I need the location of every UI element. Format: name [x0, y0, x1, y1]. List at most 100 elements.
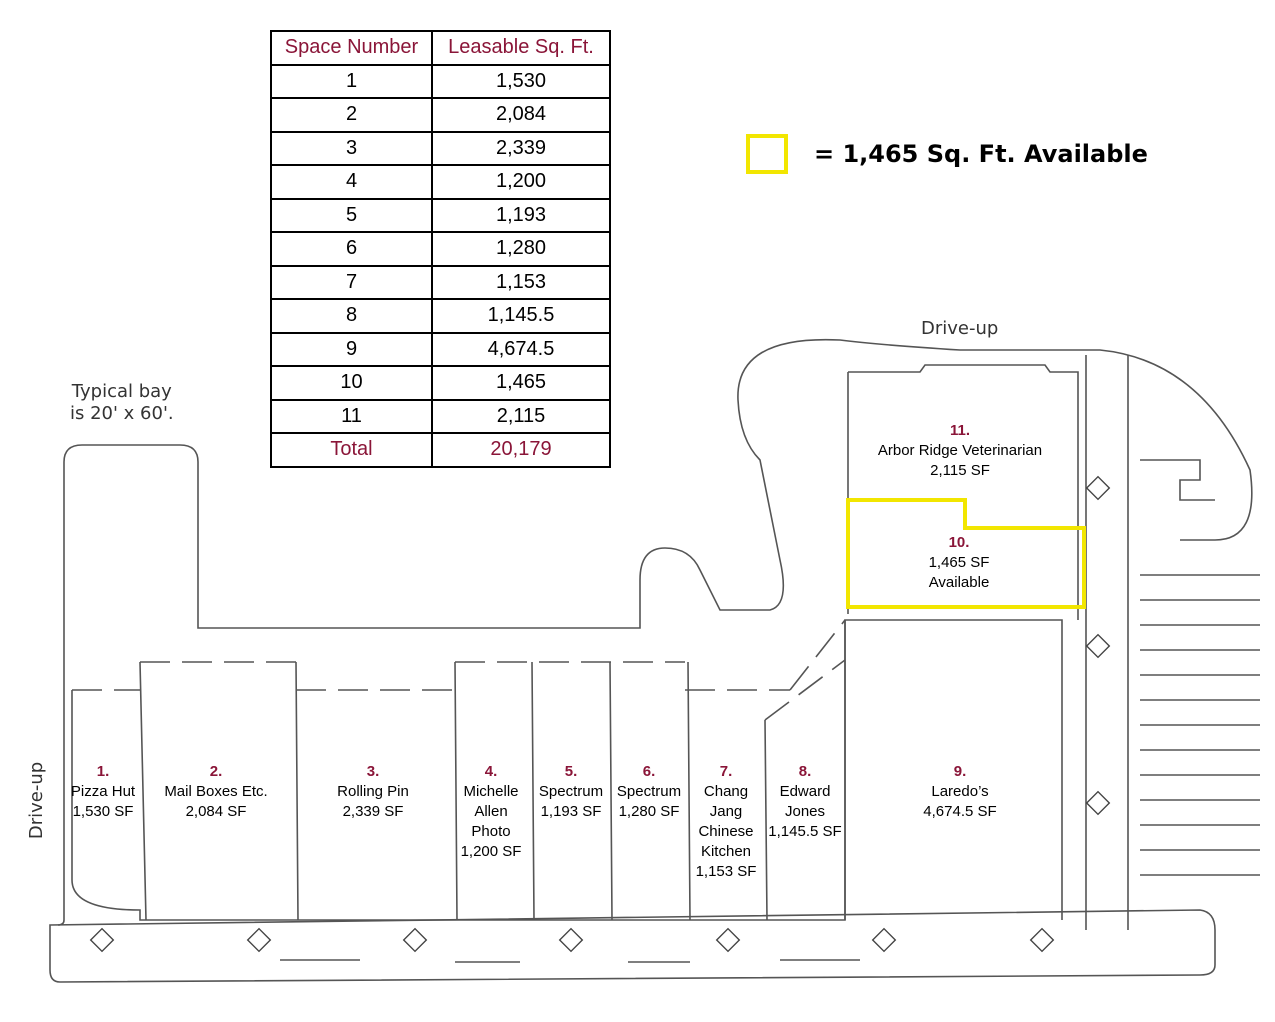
- space-detail: Spectrum: [616, 783, 682, 800]
- space-number-cell: 6: [270, 231, 433, 267]
- space-number: 4.: [484, 763, 498, 780]
- space-number: 8.: [798, 763, 812, 780]
- space-label: 2. Mail Boxes Etc. 2,084 SF: [148, 762, 284, 822]
- space-detail: Michelle: [463, 783, 519, 800]
- sqft-cell: 2,084: [431, 97, 611, 133]
- space-number-cell: 7: [270, 264, 433, 300]
- space-detail: 1,153 SF: [695, 863, 757, 880]
- total-value-cell: 20,179: [431, 432, 611, 468]
- space-detail: Edward: [779, 783, 831, 800]
- space-detail: 2,115 SF: [930, 462, 990, 479]
- space-detail: Mail Boxes Etc.: [164, 783, 268, 800]
- space-detail: Kitchen: [700, 843, 752, 860]
- planter-diamond: [1085, 633, 1111, 659]
- typical-bay-line1: Typical bay: [71, 381, 172, 402]
- legend-text: = 1,465 Sq. Ft. Available: [814, 140, 1148, 168]
- space-number: 9.: [953, 763, 967, 780]
- legend-swatch: [746, 134, 788, 174]
- space-detail: Chang: [703, 783, 749, 800]
- space-number: 5.: [564, 763, 578, 780]
- space-label: 9. Laredo’s 4,674.5 SF: [860, 762, 1060, 822]
- space-number: 6.: [642, 763, 656, 780]
- sqft-cell: 4,674.5: [431, 331, 611, 367]
- space-detail: 1,530 SF: [72, 803, 134, 820]
- sqft-cell: 1,145.5: [431, 298, 611, 334]
- sqft-cell: 2,115: [431, 398, 611, 434]
- space-detail: 1,193 SF: [540, 803, 602, 820]
- space-detail: Arbor Ridge Veterinarian: [877, 442, 1043, 459]
- space-detail: 1,465 SF: [928, 554, 990, 571]
- space-label: 10. 1,465 SF Available: [900, 533, 1018, 593]
- table-header-row: Space Number Leasable Sq. Ft.: [270, 30, 611, 66]
- column-header-sqft: Leasable Sq. Ft.: [431, 30, 611, 66]
- sqft-cell: 2,339: [431, 130, 611, 166]
- planter-diamond: [715, 927, 741, 953]
- planter-diamond: [89, 927, 115, 953]
- space-number: 2.: [209, 763, 223, 780]
- space-number-cell: 2: [270, 97, 433, 133]
- space-label: 11. Arbor Ridge Veterinarian 2,115 SF: [850, 421, 1070, 481]
- space-number-cell: 1: [270, 63, 433, 99]
- planter-diamond: [1085, 475, 1111, 501]
- planter-diamond: [1029, 927, 1055, 953]
- space-number-cell: 9: [270, 331, 433, 367]
- space-number: 11.: [949, 422, 971, 439]
- space-detail: Jones: [784, 803, 826, 820]
- space-detail: 2,084 SF: [185, 803, 247, 820]
- space-detail: Spectrum: [538, 783, 604, 800]
- space-label: 5. Spectrum 1,193 SF: [533, 762, 609, 822]
- space-detail: Allen: [474, 803, 508, 820]
- column-header-space: Space Number: [270, 30, 433, 66]
- sqft-cell: 1,153: [431, 264, 611, 300]
- planter-diamond: [558, 927, 584, 953]
- planter-diamond: [871, 927, 897, 953]
- planter-diamond: [246, 927, 272, 953]
- space-detail: Photo: [471, 823, 511, 840]
- space-number: 1.: [96, 763, 110, 780]
- drive-up-lane: [1085, 355, 1129, 930]
- space-number-cell: 4: [270, 164, 433, 200]
- sqft-cell: 1,465: [431, 365, 611, 401]
- space-number: 10.: [948, 534, 970, 551]
- planter-diamond: [402, 927, 428, 953]
- building-outline: [63, 338, 1253, 920]
- space-number-cell: 10: [270, 365, 433, 401]
- space-number-cell: 8: [270, 298, 433, 334]
- space-detail: 4,674.5 SF: [923, 803, 997, 820]
- total-label-cell: Total: [270, 432, 433, 468]
- space-label: 1. Pizza Hut 1,530 SF: [62, 762, 144, 822]
- typical-bay-note: Typical bay is 20' x 60'.: [70, 381, 174, 425]
- sqft-cell: 1,530: [431, 63, 611, 99]
- space-detail: 1,145.5 SF: [768, 823, 842, 840]
- space-detail: 1,280 SF: [618, 803, 680, 820]
- available-space-outline: [846, 498, 1086, 609]
- drive-up-top-label: Drive-up: [921, 318, 999, 339]
- space-detail: Laredo’s: [931, 783, 989, 800]
- space-number: 7.: [719, 763, 733, 780]
- space-detail: Available: [928, 574, 990, 591]
- space-detail: Jang: [709, 803, 743, 820]
- space-number: 3.: [366, 763, 380, 780]
- sqft-cell: 1,200: [431, 164, 611, 200]
- space-number-cell: 11: [270, 398, 433, 434]
- space-detail: 2,339 SF: [342, 803, 404, 820]
- space-detail: Pizza Hut: [70, 783, 136, 800]
- space-detail: Chinese: [698, 823, 754, 840]
